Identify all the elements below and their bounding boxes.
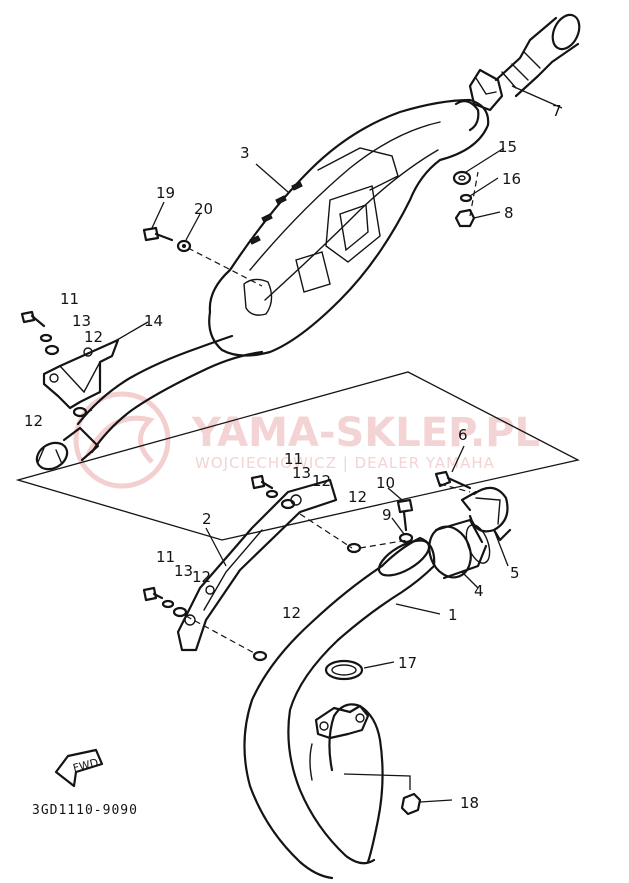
callout-7: 7	[552, 102, 562, 120]
callout-17: 17	[398, 654, 417, 672]
exhaust-flange	[314, 704, 370, 740]
nut-18	[400, 792, 422, 816]
callout-12-left: 12	[24, 412, 43, 430]
washer-9	[398, 532, 414, 544]
callout-13-upper: 13	[72, 312, 91, 330]
callout-12-upper: 12	[84, 328, 103, 346]
washer-20	[176, 239, 192, 253]
nut-8	[454, 208, 476, 228]
bolt-19	[142, 226, 174, 242]
callout-15: 15	[498, 138, 517, 156]
spring-washer-13-lower	[161, 599, 175, 609]
leader-lines	[83, 85, 563, 803]
callout-4: 4	[474, 582, 484, 600]
callout-9: 9	[382, 506, 392, 524]
bolt-11-middle	[250, 474, 274, 490]
callout-12-bottom: 12	[282, 604, 301, 622]
washer-15	[452, 170, 472, 186]
bracket-part-14	[42, 338, 120, 410]
fwd-label: FWD	[72, 756, 100, 775]
callout-13-middle: 13	[292, 464, 311, 482]
fwd-arrow: FWD	[54, 748, 104, 788]
collar-12-middle	[280, 498, 296, 510]
clamp-part-5	[460, 486, 512, 542]
collar-12-bottom	[252, 650, 268, 662]
group-frame	[15, 371, 580, 541]
spring-washer-16	[459, 193, 473, 203]
watermark-title: YAMA-SKLEP.PL	[191, 410, 540, 456]
callout-16: 16	[502, 170, 521, 188]
bolt-6	[434, 470, 472, 490]
callout-6: 6	[458, 426, 468, 444]
bolt-11-lower	[142, 586, 164, 602]
callout-11-lower: 11	[156, 548, 175, 566]
callout-11-upper: 11	[60, 290, 79, 308]
callout-19: 19	[156, 184, 175, 202]
callout-5: 5	[510, 564, 520, 582]
watermark-subtitle: WOJCIECHOWICZ | DEALER YAMAHA	[195, 454, 495, 472]
bolt-11-upper	[20, 310, 46, 328]
joint-pipe-part-4	[428, 518, 491, 580]
muffler-inlet-pipe	[35, 334, 264, 471]
callout-3: 3	[240, 144, 250, 162]
stay-part-2	[176, 478, 338, 652]
spring-washer-13-upper	[39, 333, 53, 343]
muffler	[208, 98, 490, 357]
callout-13-lower: 13	[174, 562, 193, 580]
watermark: YAMA-SKLEP.PL WOJCIECHOWICZ | DEALER YAM…	[73, 391, 540, 489]
tail-pipe-part-7	[468, 13, 581, 112]
callout-14: 14	[144, 312, 163, 330]
callout-2: 2	[202, 510, 212, 528]
exhaust-pipe-part-1	[243, 536, 436, 880]
callout-11-middle: 11	[284, 450, 303, 468]
collar-12-upper	[44, 344, 60, 356]
collar-12-lower	[172, 606, 188, 618]
callout-12-lower: 12	[192, 568, 211, 586]
gasket-17	[324, 659, 364, 681]
callout-1: 1	[448, 606, 458, 624]
bolt-10	[396, 498, 414, 532]
callout-12-right: 12	[348, 488, 367, 506]
watermark-logo	[73, 391, 171, 489]
collar-12-right	[346, 542, 362, 554]
callout-8: 8	[504, 204, 514, 222]
collar-12-lower-left	[72, 406, 88, 418]
callout-20: 20	[194, 200, 213, 218]
spring-washer-13-middle	[265, 489, 279, 499]
diagram-code: 3GD1110-9090	[32, 803, 138, 818]
callout-18: 18	[460, 794, 479, 812]
callouts: 1 2 3 4 5 6 7 8 9 10 11 11 11 12 12 12 1…	[24, 102, 562, 812]
callout-12-middle: 12	[312, 472, 331, 490]
callout-10: 10	[376, 474, 395, 492]
